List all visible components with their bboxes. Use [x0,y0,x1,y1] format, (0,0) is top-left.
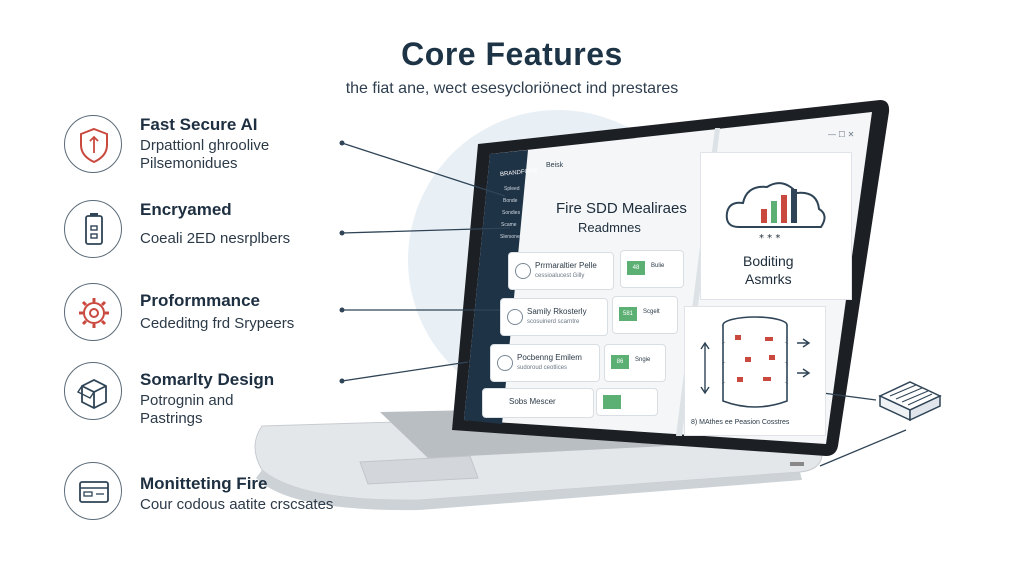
list-item[interactable]: Pocbenng Emilem sudoroud ceotlices [490,344,600,382]
panel-subtitle: Asmrks [745,271,792,287]
card-subtitle: scosuinerd scarntre [527,319,580,325]
shield-icon [80,127,108,164]
status-badge: 48 [627,261,645,275]
database-panel[interactable]: 8) MAthes ee Peasion Cosstres [684,306,826,436]
gear-icon [79,298,109,328]
feature-item: Encryamed Coeali 2ED nesrplbers [64,200,394,264]
sidebar-item[interactable]: Spleed [504,186,520,192]
page-title: Core Features [401,36,623,72]
feature-desc-line: Pilsemonidues [140,155,238,172]
status-badge: 86 [611,355,629,369]
screen-sidebar [464,150,528,424]
list-item[interactable]: Prrmaraltier Pelle cessioalucest Gilly [508,252,614,290]
cloud-chart-panel[interactable]: * * * Boditing Asmrks [700,152,852,300]
sidebar-item[interactable]: Scame [501,222,517,228]
feature-icon-circle [64,462,122,520]
feature-icon-circle [64,200,122,258]
feature-title: Fast Secure AI [140,115,258,134]
feature-desc: Cour codous aatite crscsates [140,496,400,514]
feature-desc: Potrognin and Pastrings [140,392,360,428]
feature-title: Encryamed [140,200,232,219]
card-icon [507,309,523,325]
cloud-chart-icon: * * * [725,182,826,244]
panel-caption: 8) MAthes ee Peasion Cosstres [691,419,790,426]
card-title: Samily Rkosterly [527,307,587,316]
feature-desc: Cededitng frd Srypeers [140,315,380,333]
feature-title: Somarlty Design [140,370,275,389]
card-tag: Sngie [635,357,651,363]
list-item-tag[interactable]: 581 Scgelt [612,296,678,334]
status-badge [603,395,621,409]
feature-icon-circle [64,362,122,420]
feature-desc-line: Potrognin and [140,392,234,409]
status-badge: 581 [619,307,637,321]
list-item[interactable]: Sobs Mescer [482,388,594,418]
card-subtitle: sudoroud ceotlices [517,365,568,371]
feature-desc-line: Coeali 2ED nesrplbers [140,230,291,247]
list-item-tag[interactable] [596,388,658,416]
box-icon [76,378,107,410]
topbar-label: Beisk [546,162,564,169]
list-item-tag[interactable]: 86 Sngie [604,344,666,382]
sidebar-item[interactable]: Sondies [502,210,521,216]
usb-port [790,462,804,466]
window-controls[interactable]: — ☐ ✕ [828,130,855,139]
feature-title: Proformmance [140,291,260,310]
card-title: Prrmaraltier Pelle [535,261,597,270]
feature-desc-line: Cededitng frd Srypeers [140,315,295,332]
card-title: Pocbenng Emilem [517,353,582,362]
panel-title: Boditing [743,253,794,269]
main-heading: Fire SDD Mealiraes [556,200,687,217]
main-heading-sub: Readmnes [578,220,641,235]
feature-title: Monitteting Fire [140,474,268,493]
feature-item: Monitteting Fire Cour codous aatite crsc… [64,462,394,526]
feature-desc-line: Pastrings [140,410,203,427]
list-item-tag[interactable]: 48 Bulie [620,250,684,288]
feature-desc-line: Cour codous aatite crscsates [140,496,334,513]
database-icon [700,316,811,408]
card-tag: Scgelt [643,309,660,315]
feature-icon-circle [64,115,122,173]
feature-desc: Drpattionl ghroolive Pilsemonidues [140,137,360,173]
card-tag: Bulie [651,263,665,269]
monitor-card-icon [79,481,109,503]
card-icon [497,355,513,371]
feature-item: Somarlty Design Potrognin and Pastrings [64,362,394,428]
feature-desc: Coeali 2ED nesrplbers [140,230,380,248]
battery-lock-icon [85,213,103,245]
card-icon [515,263,531,279]
sidebar-item[interactable]: Slersone [500,234,520,240]
touchpad [359,455,479,485]
card-subtitle: cessioalucest Gilly [535,273,585,279]
page-subtitle: the fiat ane, wect esesycloriönect ind p… [345,80,679,97]
card-title: Sobs Mescer [509,397,556,406]
chip-icon [878,381,942,422]
svg-text:* * *: * * * [759,233,780,244]
feature-item: Fast Secure AI Drpattionl ghroolive Pils… [64,115,394,179]
laptop-base-edge [256,470,802,511]
feature-item: Proformmance Cededitng frd Srypeers [64,283,394,347]
feature-icon-circle [64,283,122,341]
list-item[interactable]: Samily Rkosterly scosuinerd scarntre [500,298,608,336]
feature-desc-line: Drpattionl ghroolive [140,137,270,154]
sidebar-item[interactable]: Bonde [503,198,518,204]
